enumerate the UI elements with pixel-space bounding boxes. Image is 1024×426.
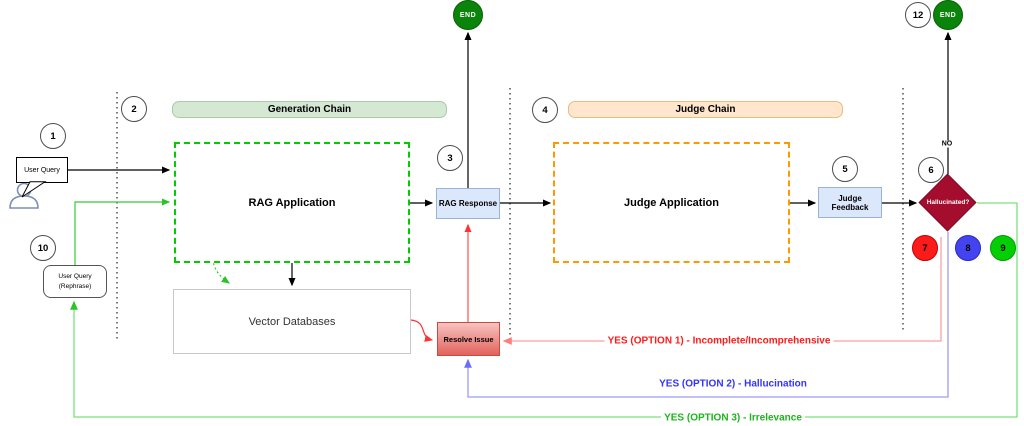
step-badge-5: 5 (832, 156, 858, 182)
step-7-label: 7 (922, 242, 928, 254)
rag-application-node: RAG Application (174, 142, 410, 263)
step-3-label: 3 (447, 152, 453, 164)
end-terminal-judge: END (933, 0, 963, 30)
edge-rephrase-to-ragapp (74, 198, 171, 265)
step-badge-6: 6 (918, 157, 944, 183)
vector-databases-node: Vector Databases (173, 289, 411, 354)
end-terminal-generation: END (453, 0, 483, 30)
step-9-label: 9 (1000, 242, 1006, 254)
resolve-issue-label: Resolve Issue (443, 334, 494, 344)
vector-databases-label: Vector Databases (248, 315, 336, 328)
user-query-rephrase-line2: (Rephrase) (58, 282, 92, 290)
option3-edge-label: YES (OPTION 3) - Irrelevance (661, 412, 805, 424)
user-query-label: User Query (24, 166, 60, 174)
lane-header-generation-chain: Generation Chain (172, 101, 447, 118)
user-query-node: User Query (16, 157, 68, 183)
step-6-label: 6 (928, 164, 934, 176)
option1-edge-label: YES (OPTION 1) - Incomplete/Incomprehens… (604, 335, 834, 347)
judge-feedback-node: Judge Feedback (818, 187, 882, 218)
step-badge-1: 1 (40, 123, 66, 149)
judge-application-node: Judge Application (553, 142, 790, 263)
resolve-issue-node: Resolve Issue (437, 322, 500, 356)
user-query-rephrase-node: User Query (Rephrase) (43, 265, 107, 298)
edge-vectordb-to-resolve (410, 319, 434, 342)
step-10-label: 10 (37, 242, 49, 254)
end-terminal-judge-label: END (939, 11, 957, 19)
speech-bubble-tail (21, 181, 47, 198)
edge-option3-irrelevance (70, 202, 1018, 418)
step-badge-3: 3 (437, 145, 463, 171)
rag-response-node: RAG Response (436, 188, 500, 219)
step-8-label: 8 (965, 242, 971, 254)
step-badge-12: 12 (905, 2, 931, 28)
judge-application-label: Judge Application (624, 196, 719, 209)
step-badge-7: 7 (912, 235, 938, 261)
step-badge-2: 2 (121, 96, 147, 122)
no-edge-label: NO (940, 140, 954, 148)
judge-feedback-label: Judge Feedback (831, 193, 869, 212)
edge-option2-hallucination (464, 232, 949, 398)
step-12-label: 12 (912, 9, 924, 21)
lane-header-generation-chain-label: Generation Chain (267, 104, 352, 115)
rag-application-label: RAG Application (248, 196, 336, 209)
rag-response-label: RAG Response (438, 199, 498, 208)
step-5-label: 5 (842, 163, 848, 175)
step-1-label: 1 (50, 130, 56, 142)
step-badge-10: 10 (30, 235, 56, 261)
step-badge-4: 4 (532, 97, 558, 123)
step-badge-9: 9 (990, 235, 1016, 261)
option2-edge-label: YES (OPTION 2) - Hallucination (659, 378, 807, 390)
lane-header-judge-chain-label: Judge Chain (675, 104, 736, 115)
user-query-rephrase-line1: User Query (58, 272, 92, 280)
lane-header-judge-chain: Judge Chain (568, 101, 843, 118)
step-4-label: 4 (542, 104, 548, 116)
step-badge-8: 8 (955, 235, 981, 261)
step-2-label: 2 (131, 103, 137, 115)
end-terminal-generation-label: END (459, 11, 477, 19)
hallucinated-decision-label: Hallucinated? (926, 199, 970, 206)
